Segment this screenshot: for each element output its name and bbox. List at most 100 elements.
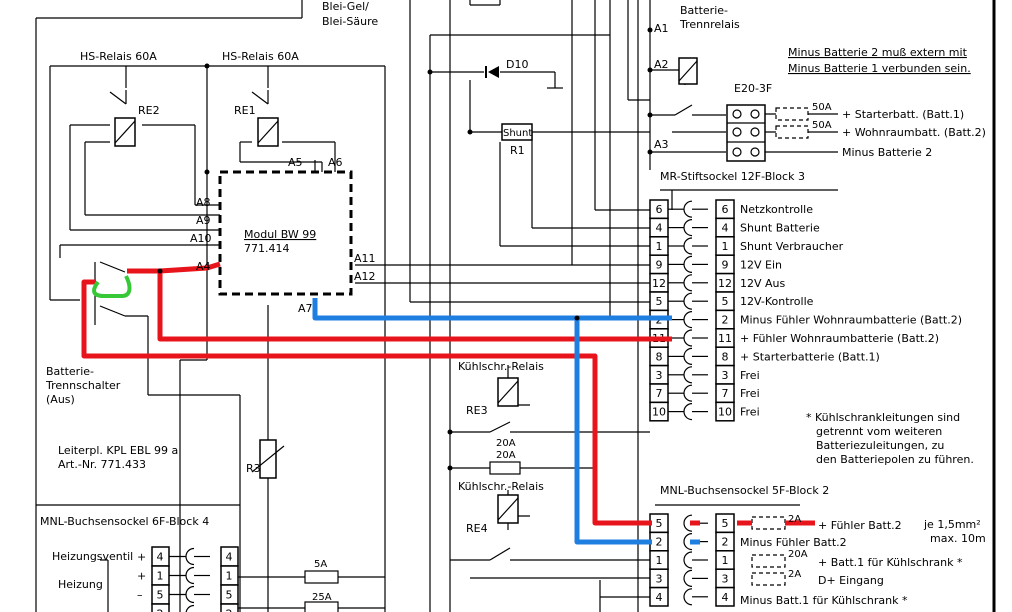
socket-arc-icon bbox=[185, 585, 195, 604]
block2-pin-left: 1 bbox=[656, 554, 663, 567]
block3-pin-right: 2 bbox=[722, 314, 729, 327]
block3-label: Shunt Batterie bbox=[740, 222, 820, 235]
label-d10: D10 bbox=[506, 58, 528, 71]
label-fb-2a-1: 2A bbox=[788, 514, 801, 525]
label-r1: R1 bbox=[510, 144, 525, 157]
block2-pin-left: 3 bbox=[656, 572, 663, 585]
block3-pin-right: 1 bbox=[722, 240, 729, 253]
socket-arc-icon bbox=[683, 551, 693, 569]
socket-arc-icon bbox=[683, 237, 693, 255]
block3-label: + Starterbatterie (Batt.1) bbox=[740, 350, 880, 363]
label-blei-saeure: Blei-Säure bbox=[322, 15, 378, 28]
block3-pin-left: 6 bbox=[656, 203, 663, 216]
block4-pin-right: 1 bbox=[226, 570, 233, 583]
wiring-lines bbox=[35, 0, 838, 612]
block2-pin-right: 4 bbox=[722, 591, 729, 604]
label-batt-trennrelais-2: Trennrelais bbox=[679, 18, 740, 31]
label-fb-minus-fuehler: Minus Fühler Batt.2 bbox=[740, 536, 847, 549]
relay-re3 bbox=[497, 377, 519, 407]
block4-row: – 2 2 bbox=[137, 603, 239, 612]
block3-label: Frei bbox=[740, 406, 760, 419]
block3-pin-right: 7 bbox=[722, 387, 729, 400]
socket-arc-icon bbox=[683, 274, 693, 292]
label-minus-batt2: Minus Batterie 2 bbox=[842, 146, 932, 159]
label-note-3: Batteriezuleitungen, zu bbox=[816, 439, 944, 452]
relay-re4 bbox=[497, 494, 519, 524]
label-re4: RE4 bbox=[466, 522, 488, 535]
block2-pin-right: 3 bbox=[722, 572, 729, 585]
e20-3f-terminal bbox=[726, 104, 766, 162]
label-note-4: den Batteriepolen zu führen. bbox=[816, 453, 974, 466]
block3-pin-left: 12 bbox=[652, 277, 666, 290]
block3-label: Frei bbox=[740, 369, 760, 382]
block4-sign: + bbox=[137, 551, 146, 564]
block3-pin-left: 10 bbox=[652, 406, 666, 419]
label-fb-minus-batt1: Minus Batt.1 für Kühlschrank * bbox=[740, 594, 908, 607]
label-mnl-5f: MNL-Buchsensockel 5F-Block 2 bbox=[660, 484, 829, 497]
socket-arc-icon bbox=[185, 547, 195, 566]
label-kuehl-relais-1: Kühlschr.-Relais bbox=[458, 360, 544, 373]
red-wire-positive bbox=[81, 261, 815, 526]
label-fuse-50a-1: 50A bbox=[812, 102, 832, 113]
socket-arc-icon bbox=[683, 384, 693, 402]
socket-arc-icon bbox=[185, 566, 195, 585]
socket-arc-icon bbox=[683, 255, 693, 273]
relay-re2 bbox=[114, 117, 136, 147]
label-hs-relais-1: HS-Relais 60A bbox=[80, 50, 157, 63]
socket-arc-icon bbox=[683, 366, 693, 384]
label-fb-batt1-kuehl: + Batt.1 für Kühlschrank * bbox=[818, 556, 963, 569]
fuse-50a-2 bbox=[775, 125, 809, 139]
relay-re1 bbox=[257, 117, 279, 147]
socket-arc-icon bbox=[683, 292, 693, 310]
label-batt-trennschalter-1: Batterie- bbox=[46, 365, 94, 378]
label-leiterpl-2: Art.-Nr. 771.433 bbox=[58, 458, 146, 471]
block4-pin-left: 2 bbox=[157, 608, 164, 612]
label-fuse-25a: 25A bbox=[312, 592, 332, 603]
block2-pin-left: 4 bbox=[656, 591, 663, 604]
socket-arc-icon bbox=[683, 200, 693, 218]
label-a4: A4 bbox=[196, 260, 211, 273]
label-re2: RE2 bbox=[138, 104, 160, 117]
socket-arc-icon bbox=[185, 604, 195, 612]
label-wohnraumbatt: + Wohnraumbatt. (Batt.2) bbox=[842, 126, 986, 139]
label-a3: A3 bbox=[654, 138, 669, 151]
block3-pin-left: 4 bbox=[656, 222, 663, 235]
label-fuse-50a-2: 50A bbox=[812, 120, 832, 131]
block4-pin-left: 5 bbox=[157, 589, 164, 602]
label-a12: A12 bbox=[354, 270, 376, 283]
green-wire-bridge bbox=[92, 275, 132, 298]
label-heizung: Heizung bbox=[58, 578, 103, 591]
label-a7: A7 bbox=[298, 302, 313, 315]
label-fuse-5a: 5A bbox=[314, 559, 327, 570]
socket-arc-icon bbox=[683, 514, 693, 532]
block4-pin-right: 2 bbox=[226, 608, 233, 612]
block2-pin-left: 5 bbox=[656, 517, 663, 530]
thermistor-r3 bbox=[251, 439, 285, 479]
label-a10: A10 bbox=[190, 232, 212, 245]
module-bw99 bbox=[218, 170, 353, 296]
label-a5: A5 bbox=[288, 156, 303, 169]
label-a11: A11 bbox=[354, 252, 376, 265]
label-note-1: * Kühlschrankleitungen sind bbox=[806, 411, 960, 424]
socket-arc-icon bbox=[683, 329, 693, 347]
block3-label: 12V Aus bbox=[740, 277, 786, 290]
label-fb-spec-1: je 1,5mm² bbox=[923, 518, 981, 531]
block4-sign: – bbox=[137, 608, 143, 612]
label-shunt: Shunt bbox=[503, 128, 532, 139]
label-fuse-20a-b: 20A bbox=[496, 450, 516, 461]
label-blei-gel: Blei-Gel/ bbox=[322, 0, 369, 13]
blue-wire-negative bbox=[312, 298, 700, 545]
label-batt-trennrelais-1: Batterie- bbox=[680, 4, 728, 17]
label-e20: E20-3F bbox=[734, 82, 772, 95]
